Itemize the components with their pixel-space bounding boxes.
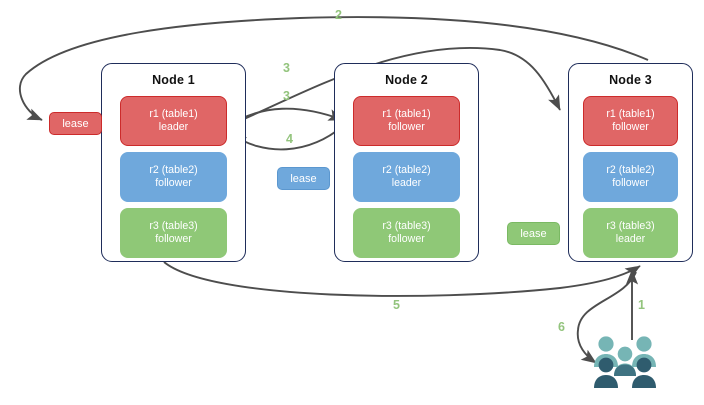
replica-name: r2 (table2) [149,163,198,176]
replica-name: r2 (table2) [382,163,431,176]
node-container-2[interactable]: Node 2 r1 (table1) follower r2 (table2) … [334,63,479,262]
replica-role: follower [612,121,649,133]
replica-role: follower [612,177,649,189]
replica-node2-r1[interactable]: r1 (table1) follower [353,96,460,146]
node-container-1[interactable]: Node 1 r1 (table1) leader r2 (table2) fo… [101,63,246,262]
replica-name: r1 (table1) [382,107,431,120]
step-label-6: 6 [558,320,565,334]
replica-name: r3 (table3) [149,219,198,232]
replica-role: follower [155,177,192,189]
node-title-1: Node 1 [152,73,195,87]
replica-name: r3 (table3) [606,219,655,232]
replica-name: r1 (table1) [149,107,198,120]
node-title-3: Node 3 [609,73,652,87]
step-label-1: 1 [638,298,645,312]
node-container-3[interactable]: Node 3 r1 (table1) follower r2 (table2) … [568,63,693,262]
replica-node2-r2[interactable]: r2 (table2) leader [353,152,460,202]
replica-node3-r2[interactable]: r2 (table2) follower [583,152,678,202]
people-icon [594,336,656,388]
step-label-3b: 3 [283,89,290,103]
node-title-2: Node 2 [385,73,428,87]
replica-node3-r1[interactable]: r1 (table1) follower [583,96,678,146]
replica-role: leader [158,121,189,133]
replica-role: leader [391,177,422,189]
step-label-3a: 3 [283,61,290,75]
edge-step-3-to-node3 [229,46,561,126]
lease-badge-r2[interactable]: lease [277,167,330,190]
step-label-4: 4 [286,132,293,146]
replica-role: follower [155,233,192,245]
replica-node2-r3[interactable]: r3 (table3) follower [353,208,460,258]
replica-role: follower [388,121,425,133]
edge-step-6 [576,271,637,364]
replica-role: follower [388,233,425,245]
edge-step-5 [163,261,641,297]
replica-name: r2 (table2) [606,163,655,176]
replica-node1-r3[interactable]: r3 (table3) follower [120,208,227,258]
edge-step-2 [18,16,649,121]
step-label-2: 2 [335,8,342,22]
replica-role: leader [615,233,646,245]
replica-name: r3 (table3) [382,219,431,232]
replica-name: r1 (table1) [606,107,655,120]
replica-node1-r1[interactable]: r1 (table1) leader [120,96,227,146]
replica-node1-r2[interactable]: r2 (table2) follower [120,152,227,202]
replica-node3-r3[interactable]: r3 (table3) leader [583,208,678,258]
lease-badge-r1[interactable]: lease [49,112,102,135]
lease-badge-r3[interactable]: lease [507,222,560,245]
step-label-5: 5 [393,298,400,312]
